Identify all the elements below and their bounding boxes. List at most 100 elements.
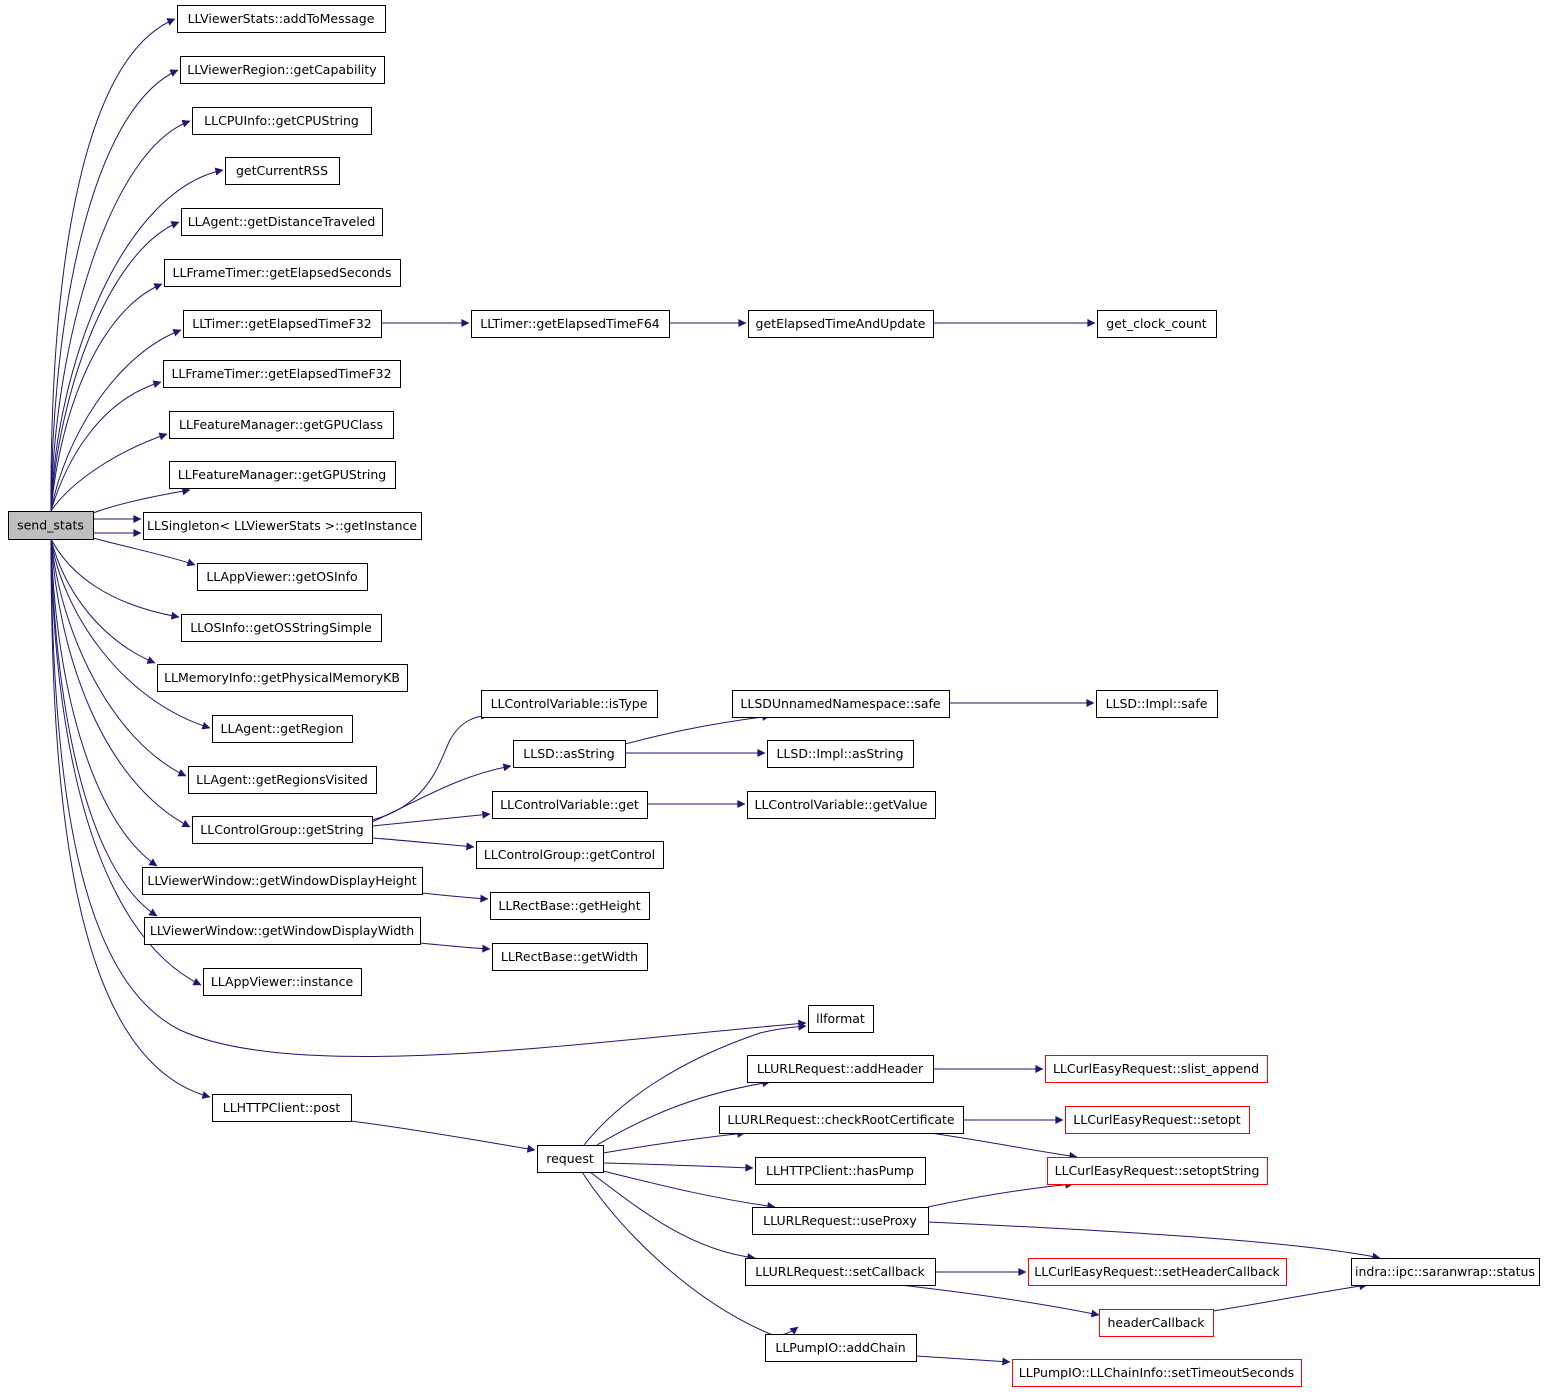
- node-getOSInfo[interactable]: LLAppViewer::getOSInfo: [197, 563, 368, 591]
- node-getOSStringSimple[interactable]: LLOSInfo::getOSStringSimple: [181, 614, 382, 642]
- node-getCurrentRSS[interactable]: getCurrentRSS: [225, 157, 340, 185]
- node-httpPost[interactable]: LLHTTPClient::post: [212, 1094, 352, 1122]
- node-saranwrapStatus[interactable]: indra::ipc::saranwrap::status: [1351, 1258, 1540, 1286]
- node-rectGetHeight[interactable]: LLRectBase::getHeight: [490, 892, 650, 920]
- edge-checkRootCertificate-to-setoptString: [929, 1132, 1078, 1160]
- node-get_clock_count[interactable]: get_clock_count: [1097, 310, 1217, 338]
- node-box-getRegion: [212, 715, 353, 743]
- node-ftGetElapsedTimeF32[interactable]: LLFrameTimer::getElapsedTimeF32: [163, 360, 401, 388]
- node-label-get_clock_count: get_clock_count: [1106, 316, 1206, 331]
- node-box-getGPUClass: [169, 411, 394, 439]
- node-implSafe[interactable]: LLSD::Impl::safe: [1096, 690, 1218, 718]
- node-timerGetElapsedTimeF64[interactable]: LLTimer::getElapsedTimeF64: [471, 310, 670, 338]
- node-slist_append[interactable]: LLCurlEasyRequest::slist_append: [1045, 1055, 1268, 1083]
- node-label-request: request: [546, 1151, 594, 1166]
- edge-send_stats-to-getCPUString: [50, 119, 191, 512]
- node-useProxy[interactable]: LLURLRequest::useProxy: [752, 1207, 929, 1235]
- node-label-getWindowDisplayHeight: LLViewerWindow::getWindowDisplayHeight: [147, 873, 416, 888]
- node-getCPUString[interactable]: LLCPUInfo::getCPUString: [192, 107, 372, 135]
- edge-headerCallback-to-saranwrapStatus: [1212, 1282, 1368, 1312]
- node-box-rectGetHeight: [490, 892, 650, 920]
- node-box-addHeader: [747, 1055, 934, 1083]
- node-setopt[interactable]: LLCurlEasyRequest::setopt: [1065, 1106, 1250, 1134]
- edge-send_stats-to-getDistanceTraveled: [50, 221, 180, 512]
- node-getInstance[interactable]: LLSingleton< LLViewerStats >::getInstanc…: [143, 512, 422, 540]
- node-label-slist_append: LLCurlEasyRequest::slist_append: [1053, 1061, 1259, 1076]
- node-box-getElapsedTimeAndUpdate: [748, 310, 934, 338]
- edge-cgGetString-to-sdAsString: [371, 763, 512, 823]
- edge-request-to-setCallback: [589, 1171, 756, 1262]
- node-checkRootCertificate[interactable]: LLURLRequest::checkRootCertificate: [719, 1106, 964, 1134]
- node-layer: send_stats LLViewerStats::addToMessageLLV…: [8, 5, 1540, 1387]
- node-unnamedSafe[interactable]: LLSDUnnamedNamespace::safe: [732, 690, 950, 718]
- node-label-setCallback: LLURLRequest::setCallback: [755, 1264, 925, 1279]
- node-label-headerCallback: headerCallback: [1107, 1315, 1205, 1330]
- node-getElapsedTimeAndUpdate[interactable]: getElapsedTimeAndUpdate: [748, 310, 934, 338]
- node-box-getPhysicalMemoryKB: [157, 664, 408, 692]
- node-box-httpPost: [212, 1094, 352, 1122]
- node-getRegionsVisited[interactable]: LLAgent::getRegionsVisited: [188, 766, 377, 794]
- node-timerGetElapsedTimeF32[interactable]: LLTimer::getElapsedTimeF32: [183, 310, 382, 338]
- node-cvGetValue[interactable]: LLControlVariable::getValue: [747, 791, 936, 819]
- node-implAsString[interactable]: LLSD::Impl::asString: [767, 740, 914, 768]
- node-setCallback[interactable]: LLURLRequest::setCallback: [745, 1258, 936, 1286]
- node-label-cgGetString: LLControlGroup::getString: [200, 822, 363, 837]
- node-label-checkRootCertificate: LLURLRequest::checkRootCertificate: [727, 1112, 954, 1127]
- node-label-cvIsType: LLControlVariable::isType: [491, 696, 648, 711]
- node-label-ftGetElapsedTimeF32: LLFrameTimer::getElapsedTimeF32: [171, 366, 391, 381]
- node-box-saranwrapStatus: [1351, 1258, 1540, 1286]
- edge-send_stats-to-addToMessage: [50, 18, 176, 512]
- node-setHeaderCallback[interactable]: LLCurlEasyRequest::setHeaderCallback: [1028, 1258, 1287, 1286]
- node-ftGetElapsedSeconds[interactable]: LLFrameTimer::getElapsedSeconds: [164, 259, 401, 287]
- node-rectGetWidth[interactable]: LLRectBase::getWidth: [492, 943, 648, 971]
- node-label-send_stats: send_stats: [17, 518, 84, 533]
- node-label-getPhysicalMemoryKB: LLMemoryInfo::getPhysicalMemoryKB: [164, 670, 400, 685]
- edge-send_stats-to-appInstance: [50, 538, 202, 986]
- edge-request-to-checkRootCertificate: [602, 1129, 746, 1154]
- node-box-llformat: [808, 1005, 874, 1033]
- node-addToMessage[interactable]: LLViewerStats::addToMessage: [177, 5, 386, 33]
- node-box-getCPUString: [192, 107, 372, 135]
- node-headerCallback[interactable]: headerCallback: [1099, 1309, 1214, 1337]
- node-box-checkRootCertificate: [719, 1106, 964, 1134]
- node-cgGetString[interactable]: LLControlGroup::getString: [192, 816, 373, 844]
- node-label-setHeaderCallback: LLCurlEasyRequest::setHeaderCallback: [1034, 1264, 1280, 1279]
- node-getCapability[interactable]: LLViewerRegion::getCapability: [180, 56, 385, 84]
- node-label-getOSStringSimple: LLOSInfo::getOSStringSimple: [190, 620, 372, 635]
- edge-send_stats-to-getCurrentRSS: [50, 167, 224, 512]
- node-cvGet[interactable]: LLControlVariable::get: [492, 791, 648, 819]
- edge-getWindowDisplayHeight-to-rectGetHeight: [421, 892, 489, 903]
- node-sdAsString[interactable]: LLSD::asString: [513, 740, 626, 768]
- node-hasPump[interactable]: LLHTTPClient::hasPump: [755, 1157, 926, 1185]
- node-box-cvGetValue: [747, 791, 936, 819]
- node-request[interactable]: request: [537, 1145, 604, 1173]
- node-setTimeoutSeconds[interactable]: LLPumpIO::LLChainInfo::setTimeoutSeconds: [1012, 1359, 1302, 1387]
- node-getWindowDisplayWidth[interactable]: LLViewerWindow::getWindowDisplayWidth: [144, 917, 421, 945]
- node-label-rectGetWidth: LLRectBase::getWidth: [501, 949, 638, 964]
- node-addHeader[interactable]: LLURLRequest::addHeader: [747, 1055, 934, 1083]
- node-getGPUString[interactable]: LLFeatureManager::getGPUString: [169, 461, 396, 489]
- node-box-getDistanceTraveled: [181, 208, 383, 236]
- edge-useProxy-to-saranwrapStatus: [927, 1221, 1381, 1261]
- node-label-addHeader: LLURLRequest::addHeader: [757, 1061, 924, 1076]
- node-getPhysicalMemoryKB[interactable]: LLMemoryInfo::getPhysicalMemoryKB: [157, 664, 408, 692]
- node-send_stats[interactable]: send_stats: [8, 511, 94, 540]
- node-getGPUClass[interactable]: LLFeatureManager::getGPUClass: [169, 411, 394, 439]
- node-getDistanceTraveled[interactable]: LLAgent::getDistanceTraveled: [181, 208, 383, 236]
- node-label-ftGetElapsedSeconds: LLFrameTimer::getElapsedSeconds: [173, 265, 392, 280]
- node-getRegion[interactable]: LLAgent::getRegion: [212, 715, 353, 743]
- node-box-setCallback: [745, 1258, 936, 1286]
- node-llformat[interactable]: llformat: [808, 1005, 874, 1033]
- node-box-getOSStringSimple: [181, 614, 382, 642]
- node-addChain[interactable]: LLPumpIO::addChain: [765, 1334, 917, 1362]
- node-cvIsType[interactable]: LLControlVariable::isType: [481, 690, 658, 718]
- node-cgGetControl[interactable]: LLControlGroup::getControl: [476, 841, 664, 869]
- edge-send_stats-to-getPhysicalMemoryKB: [50, 538, 156, 664]
- node-box-getWindowDisplayWidth: [144, 917, 421, 945]
- node-label-saranwrapStatus: indra::ipc::saranwrap::status: [1355, 1264, 1535, 1279]
- node-setoptString[interactable]: LLCurlEasyRequest::setoptString: [1047, 1157, 1268, 1185]
- node-getWindowDisplayHeight[interactable]: LLViewerWindow::getWindowDisplayHeight: [142, 867, 423, 895]
- node-appInstance[interactable]: LLAppViewer::instance: [203, 968, 362, 996]
- node-box-headerCallback: [1099, 1309, 1214, 1337]
- edge-send_stats-to-getOSInfo: [92, 537, 196, 567]
